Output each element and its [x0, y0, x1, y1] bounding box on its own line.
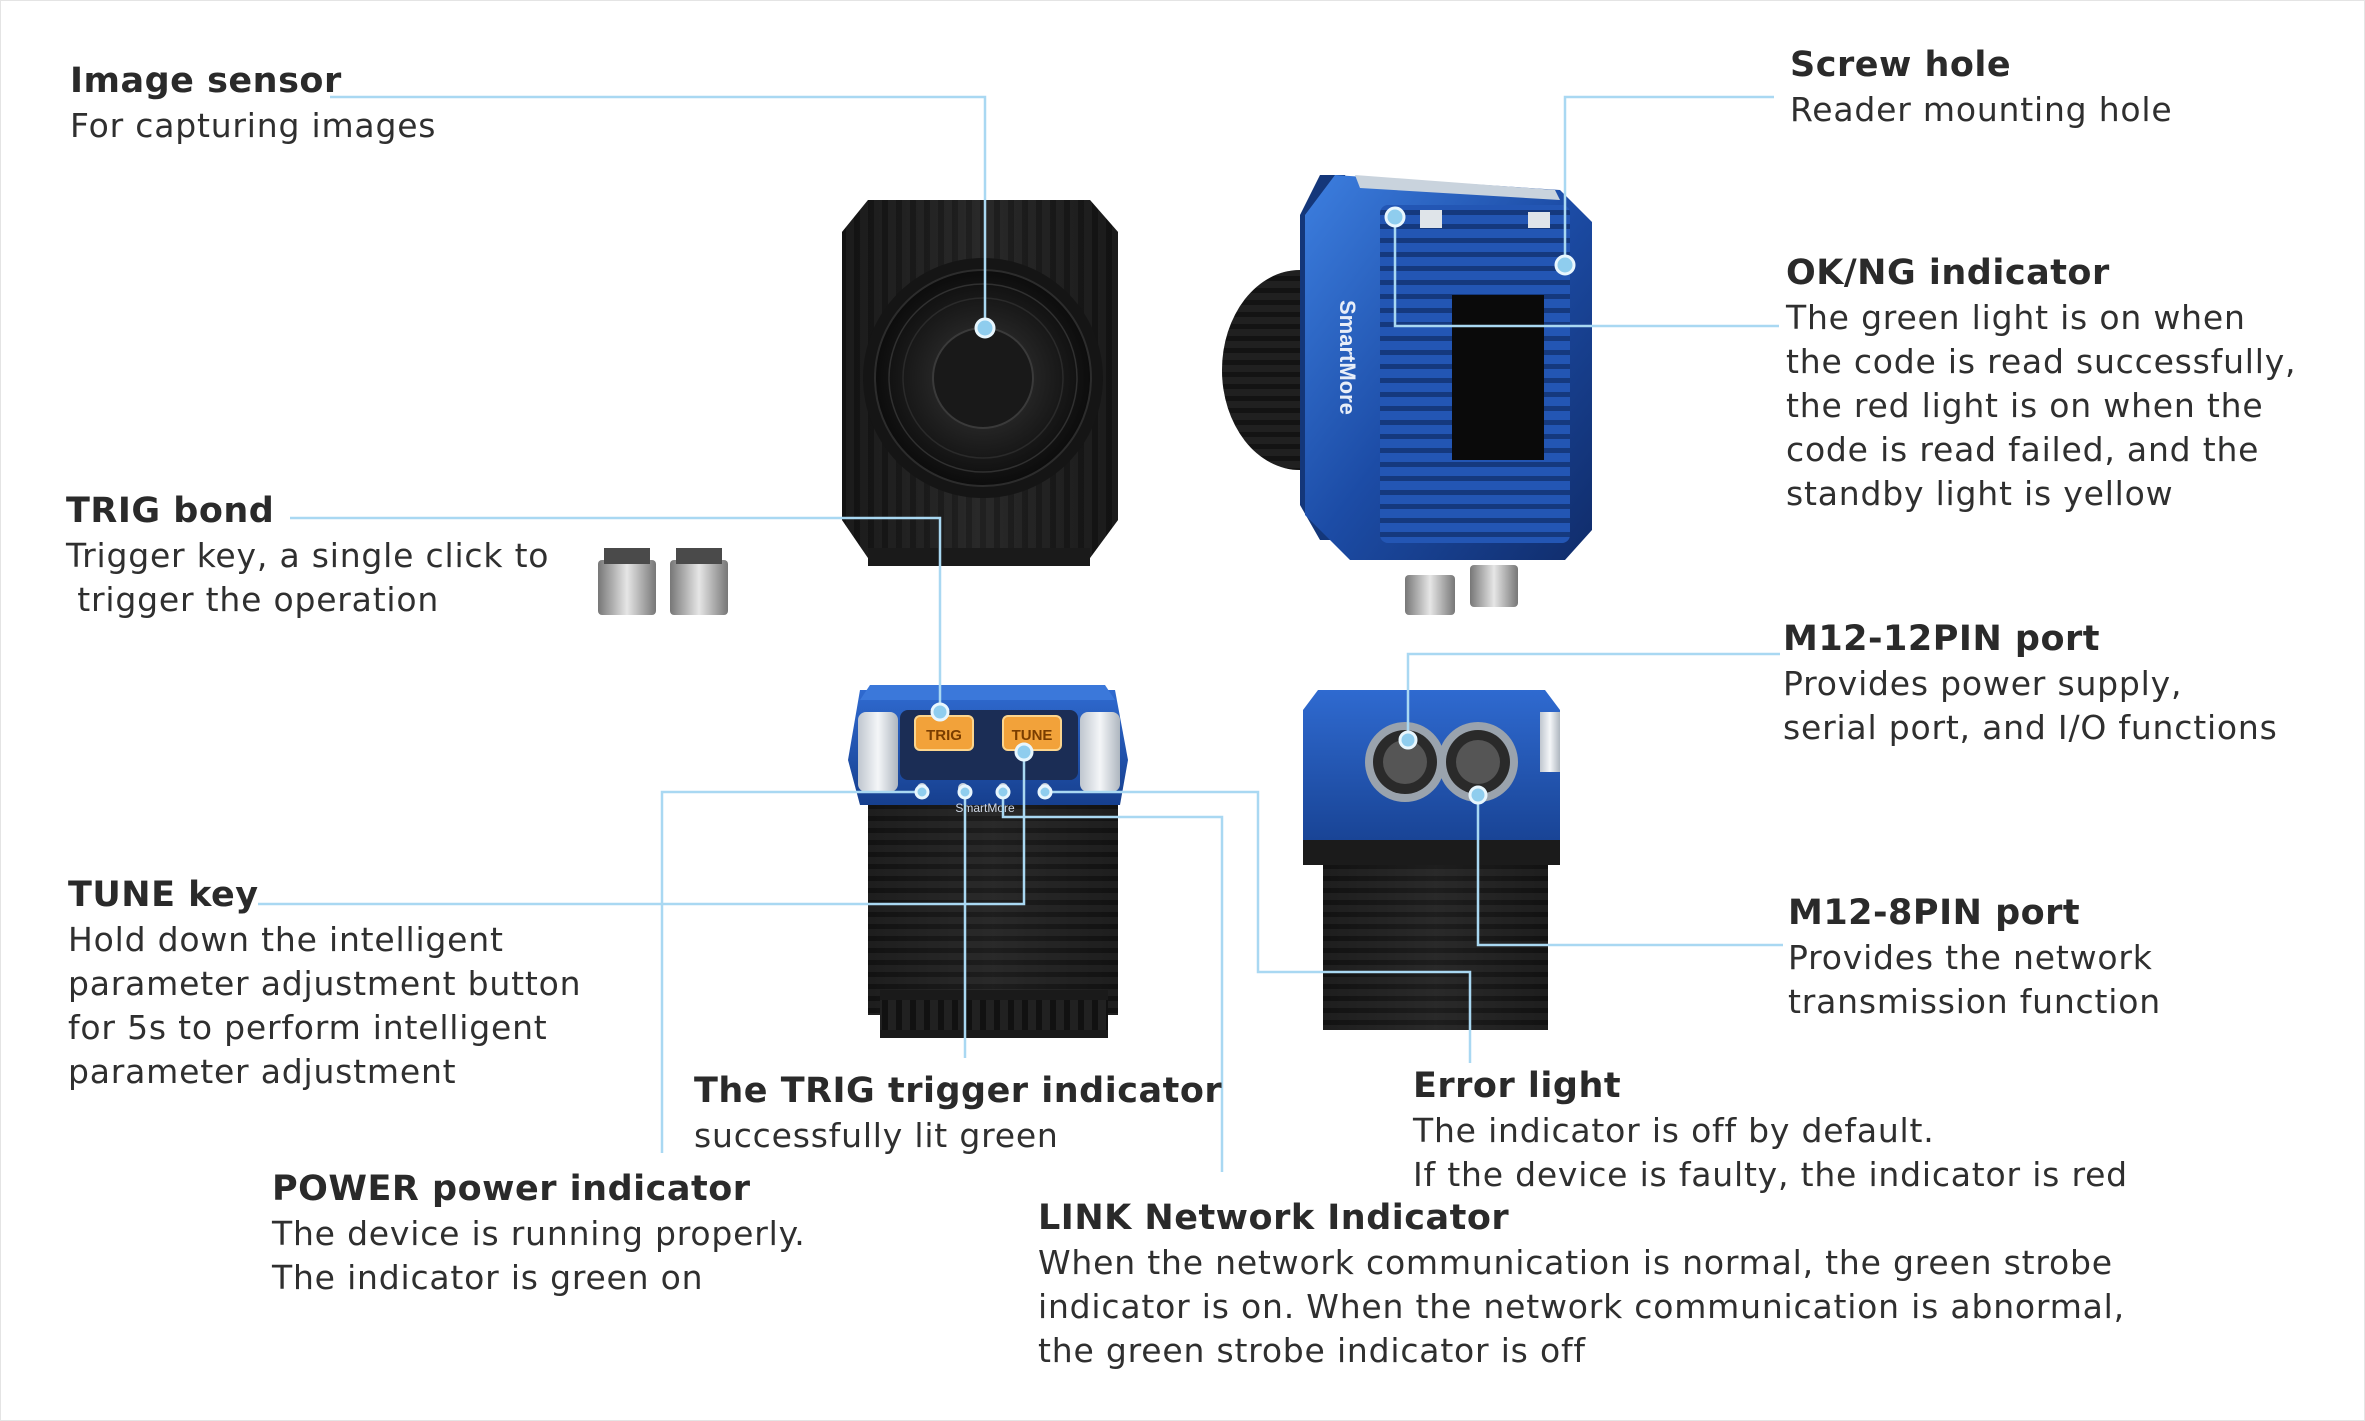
tune-button-label: TUNE: [1012, 727, 1053, 744]
callout-trig-bond: TRIG bond Trigger key, a single click to…: [66, 488, 549, 622]
brand-text-top: SmartMore: [955, 801, 1015, 815]
callout-power-indicator: POWER power indicator The device is runn…: [272, 1166, 806, 1300]
link-indicator-desc-3: the green strobe indicator is off: [1038, 1331, 1586, 1370]
tune-key-desc-1: Hold down the intelligent: [68, 920, 504, 959]
callout-link-indicator: LINK Network Indicator When the network …: [1038, 1195, 2125, 1373]
device-bottom-view: [1303, 690, 1560, 1030]
error-light-desc-1: The indicator is off by default.: [1413, 1111, 1935, 1150]
device-top-view: [848, 685, 1128, 1038]
power-indicator-title: POWER power indicator: [272, 1169, 751, 1209]
trig-indicator-desc-1: successfully lit green: [694, 1116, 1059, 1155]
leader-dots: [914, 206, 1576, 805]
error-light-title: Error light: [1413, 1066, 1622, 1106]
callout-image-sensor: Image sensor For capturing images: [70, 58, 436, 148]
callout-trig-indicator: The TRIG trigger indicator successfully …: [694, 1068, 1222, 1158]
leader-m12-12pin: [1406, 652, 1780, 740]
link-indicator-desc-1: When the network communication is normal…: [1038, 1243, 2113, 1282]
leader-screw-hole: [1563, 95, 1774, 265]
ok-ng-desc-2: the code is read successfully,: [1786, 342, 2297, 381]
leader-image-sensor: [330, 95, 987, 328]
leader-error-light: [1045, 790, 1472, 1063]
link-indicator-desc-2: indicator is on. When the network commun…: [1038, 1287, 2125, 1326]
trig-bond-desc-2: trigger the operation: [66, 580, 440, 619]
trig-bond-desc-1: Trigger key, a single click to: [66, 536, 550, 575]
image-sensor-title: Image sensor: [70, 61, 342, 101]
image-sensor-desc-1: For capturing images: [70, 106, 437, 145]
ok-ng-title: OK/NG indicator: [1786, 253, 2110, 293]
m12-8pin-desc-2: transmission function: [1788, 982, 2161, 1021]
callout-tune-key: TUNE key Hold down the intelligent param…: [68, 872, 581, 1094]
leader-power: [660, 790, 922, 1153]
ok-ng-desc-5: standby light is yellow: [1786, 474, 2174, 513]
tune-key-title: TUNE key: [68, 875, 259, 915]
callout-m12-8pin-port: M12-8PIN port Provides the network trans…: [1788, 890, 2161, 1024]
trig-button-label: TRIG: [926, 727, 962, 744]
ok-ng-desc-4: code is read failed, and the: [1786, 430, 2260, 469]
power-indicator-desc-1: The device is running properly.: [272, 1214, 806, 1253]
error-light-desc-2: If the device is faulty, the indicator i…: [1413, 1155, 2128, 1194]
link-indicator-title: LINK Network Indicator: [1038, 1198, 1510, 1238]
device-rear-view: [1222, 175, 1592, 615]
leader-tune-key: [258, 752, 1026, 906]
device-front-view: [598, 200, 1118, 615]
callout-ok-ng-indicator: OK/NG indicator The green light is on wh…: [1786, 250, 2296, 516]
trig-indicator-title: The TRIG trigger indicator: [694, 1071, 1223, 1111]
power-indicator-desc-2: The indicator is green on: [272, 1258, 704, 1297]
trig-bond-title: TRIG bond: [66, 491, 275, 531]
tune-key-desc-4: parameter adjustment: [68, 1052, 457, 1091]
brand-text-rear: SmartMore: [1335, 300, 1360, 415]
ok-ng-desc-1: The green light is on when: [1786, 298, 2246, 337]
m12-8pin-title: M12-8PIN port: [1788, 893, 2081, 933]
leader-link: [1001, 792, 1224, 1172]
ok-ng-desc-3: the red light is on when the: [1786, 386, 2264, 425]
leader-trig-bond: [290, 516, 942, 715]
leader-ok-ng: [1393, 217, 1779, 328]
tune-key-desc-3: for 5s to perform intelligent: [68, 1008, 548, 1047]
callout-screw-hole: Screw hole Reader mounting hole: [1790, 42, 2172, 132]
leader-lines: [258, 95, 1783, 1172]
screw-hole-desc-1: Reader mounting hole: [1790, 90, 2173, 129]
leader-m12-8pin: [1476, 795, 1783, 947]
callout-m12-12pin-port: M12-12PIN port Provides power supply, se…: [1783, 616, 2278, 750]
callout-error-light: Error light The indicator is off by defa…: [1413, 1063, 2128, 1197]
m12-12pin-title: M12-12PIN port: [1783, 619, 2101, 659]
tune-key-desc-2: parameter adjustment button: [68, 964, 582, 1003]
m12-12pin-desc-1: Provides power supply,: [1783, 664, 2183, 703]
m12-12pin-desc-2: serial port, and I/O functions: [1783, 708, 2278, 747]
m12-8pin-desc-1: Provides the network: [1788, 938, 2153, 977]
screw-hole-title: Screw hole: [1790, 45, 2012, 85]
